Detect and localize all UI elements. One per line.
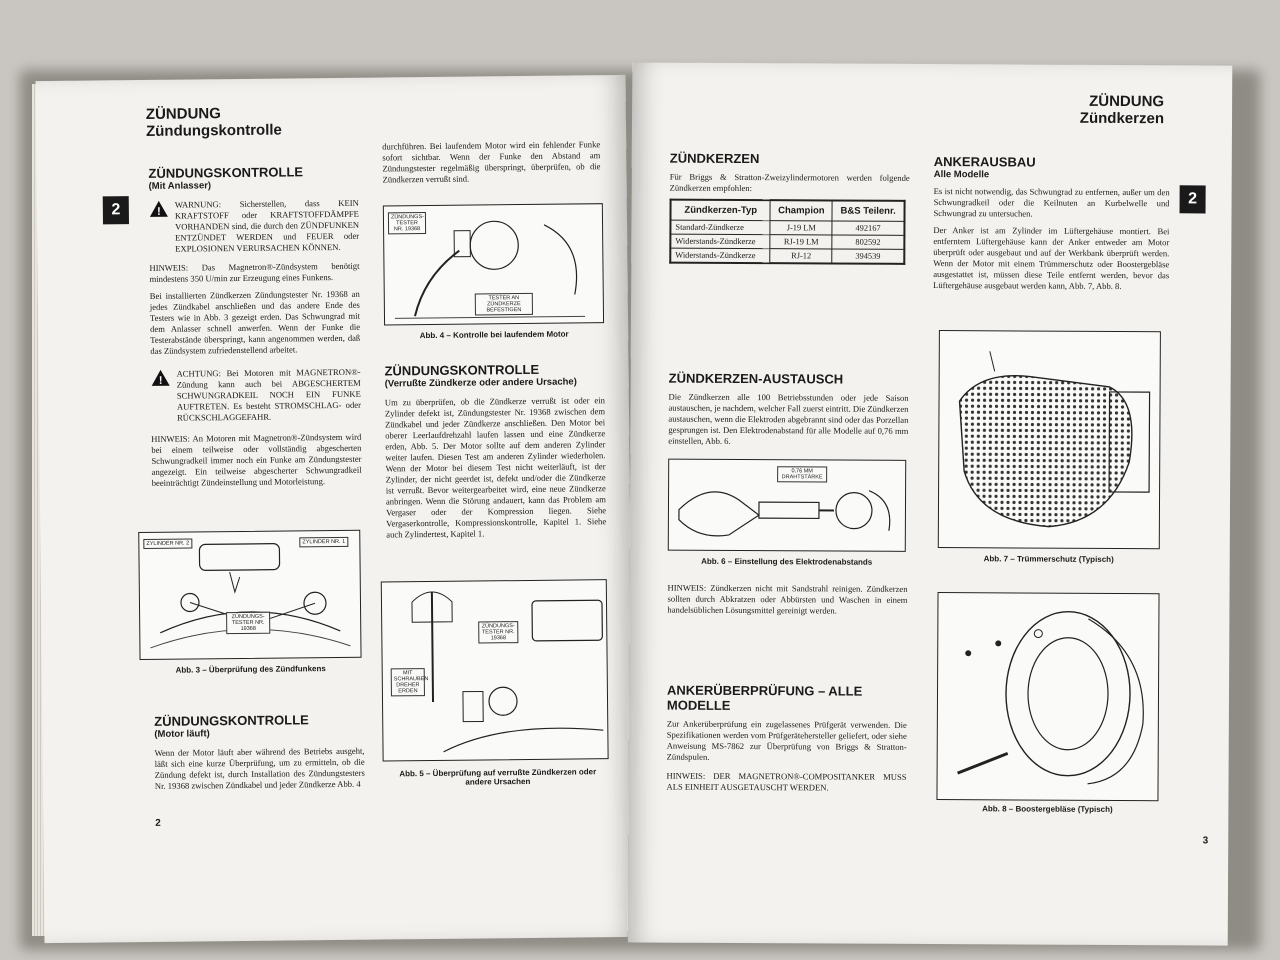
left-header-title: ZÜNDUNG — [145, 105, 221, 123]
sec2-block: ZÜNDUNGSKONTROLLE (Motor läuft) Wenn der… — [154, 712, 365, 792]
r-sec2-paragraph: Die Zündkerzen alle 100 Betriebsstunden … — [668, 391, 909, 446]
caution-triangle-icon: ! — [151, 369, 170, 387]
sec1-note2: HINWEIS: An Motoren mit Magnetron®-Zünds… — [151, 431, 362, 488]
figure-5-caption: Abb. 5 – Überprüfung auf verrußte Zündke… — [399, 767, 597, 787]
sec2-paragraph: Wenn der Motor läuft aber während des Be… — [154, 745, 365, 791]
figure-8-caption: Abb. 8 – Boostergebläse (Typisch) — [982, 804, 1113, 814]
figure-4-drawing — [395, 220, 586, 319]
r-sec4-subtitle: Alle Modelle — [933, 169, 990, 181]
figure-3: ZYLINDER NR. 2 ZYLINDER NR. 1 ZÜNDUNGS- … — [138, 529, 362, 661]
warning-block: ! WARNUNG: Sicherstellen, dass KEIN KRAF… — [149, 198, 360, 255]
figure-5: ZÜNDUNGS- TESTER NR. 19368 MIT SCHRAUBEN… — [380, 579, 609, 762]
r-sec2-block: ZÜNDKERZEN-AUSTAUSCH Die Zündkerzen alle… — [668, 371, 908, 448]
table-cell: 394539 — [832, 248, 905, 264]
table-header: Champion — [770, 200, 833, 221]
svg-text:!: ! — [157, 206, 161, 218]
table-header: Zündkerzen-Typ — [670, 199, 771, 221]
r-sec3-block: ANKERÜBERPRÜFUNG – ALLE MODELLE Zur Anke… — [666, 683, 907, 794]
r-sec3-paragraph: Zur Ankerüberprüfung ein zugelassenes Pr… — [666, 718, 907, 762]
warning-triangle-icon: ! — [149, 200, 168, 218]
right-page: ZÜNDUNG Zündkerzen 2 ZÜNDKERZEN Für Brig… — [627, 62, 1233, 946]
svg-text:!: ! — [159, 375, 163, 387]
figure-6-drawing — [678, 490, 891, 537]
sec1-paragraph: Bei installierten Zündkerzen Zündungstes… — [149, 288, 361, 356]
left-header: ZÜNDUNG Zündungskontrolle — [146, 105, 282, 140]
figure-6-caption: Abb. 6 – Einstellung des Elektrodenabsta… — [701, 556, 873, 567]
r-sec1-title: ZÜNDKERZEN — [669, 150, 760, 167]
figure-3-drawing — [150, 543, 351, 649]
right-column-2: ANKERAUSBAU Alle Modelle Es ist nicht no… — [933, 154, 1170, 292]
warning-text: WARNUNG: Sicherstellen, dass KEIN KRAFTS… — [174, 197, 360, 254]
figure-6: 0,76 MM DRAHTSTÄRKE — [667, 458, 907, 552]
table-cell: RJ-12 — [770, 248, 833, 264]
sec3-subtitle: (Verrußte Zündkerze oder andere Ursache) — [384, 376, 577, 390]
chapter-tab-right: 2 — [1179, 185, 1206, 214]
figure-3-caption: Abb. 3 – Überprüfung des Zündfunkens — [175, 664, 326, 675]
fig3-label-tester: ZÜNDUNGS- TESTER NR. 19368 — [226, 611, 271, 635]
right-header: ZÜNDUNG Zündkerzen — [1080, 93, 1164, 127]
left-header-subtitle: Zündungskontrolle — [145, 121, 282, 140]
fig3-label-cyl2: ZYLINDER NR. 2 — [143, 538, 193, 550]
table-row: Widerstands-Zündkerze RJ-19 LM 802592 — [670, 234, 905, 250]
figure-7-drawing — [958, 351, 1151, 528]
figure-7-caption: Abb. 7 – Trümmerschutz (Typisch) — [983, 554, 1114, 564]
left-column-1: ZÜNDUNGSKONTROLLE (Mit Anlasser) ! WARNU… — [148, 164, 361, 489]
caution-text: ACHTUNG: Bei Motoren mit MAGNETRON®-Zünd… — [176, 366, 361, 423]
r-sec4-paragraph2: Der Anker ist am Zylinder im Lüftergehäu… — [933, 225, 1170, 291]
right-page-number: 3 — [1202, 835, 1209, 847]
fig4-label-tester: ZÜNDUNGS- TESTER NR. 19368 — [387, 212, 427, 235]
table-header-row: Zündkerzen-Typ Champion B&S Teilenr. — [670, 199, 905, 222]
r-sec2-note: HINWEIS: Zündkerzen nicht mit Sandstrahl… — [667, 582, 908, 616]
table-cell: Widerstands-Zündkerze — [670, 248, 771, 264]
sec1-note: HINWEIS: Das Magnetron®-Zündsystem benöt… — [149, 260, 360, 284]
sec2-subtitle: (Motor läuft) — [154, 728, 210, 740]
r-sec4-paragraph1: Es ist nicht notwendig, das Schwungrad z… — [933, 186, 1170, 219]
col2-paragraph: durchführen. Bei laufendem Motor wird ei… — [382, 139, 601, 185]
fig3-label-cyl1: ZYLINDER NR. 1 — [299, 536, 349, 548]
r-sec2-title: ZÜNDKERZEN-AUSTAUSCH — [668, 370, 844, 387]
caution-block: ! ACHTUNG: Bei Motoren mit MAGNETRON®-Zü… — [151, 367, 362, 424]
figure-4: ZÜNDUNGS- TESTER NR. 19368 TESTER AN ZÜN… — [382, 203, 605, 326]
fig6-label-gap: 0,76 MM DRAHTSTÄRKE — [777, 466, 828, 483]
r-sec3-title: ANKERÜBERPRÜFUNG – ALLE MODELLE — [666, 682, 863, 713]
figure-8 — [936, 592, 1160, 802]
r-sec4-title: ANKERAUSBAU — [933, 154, 1036, 170]
table-header: B&S Teilenr. — [832, 200, 905, 222]
table-row: Standard-Zündkerze J-19 LM 492167 — [670, 220, 905, 236]
table-cell: RJ-19 LM — [770, 234, 833, 249]
fig5-label-tester: ZÜNDUNGS- TESTER NR. 19368 — [478, 621, 519, 644]
table-row: Widerstands-Zündkerze RJ-12 394539 — [670, 248, 905, 264]
table-cell: J-19 LM — [770, 220, 833, 235]
table-cell: 492167 — [832, 220, 905, 236]
sec3-block: ZÜNDUNGSKONTROLLE (Verrußte Zündkerze od… — [384, 361, 606, 540]
right-column-1: ZÜNDKERZEN Für Briggs & Stratton-Zweizyl… — [670, 151, 910, 195]
table-cell: Widerstands-Zündkerze — [670, 234, 771, 249]
table-cell: Standard-Zündkerze — [670, 220, 771, 235]
left-page-number: 2 — [155, 817, 161, 829]
r-sec3-note: HINWEIS: DER MAGNETRON®-COMPOSITANKER MU… — [666, 770, 907, 793]
spark-plug-table: Zündkerzen-Typ Champion B&S Teilenr. Sta… — [669, 198, 906, 265]
figure-4-caption: Abb. 4 – Kontrolle bei laufendem Motor — [419, 329, 569, 341]
sec3-paragraph: Um zu überprüfen, ob die Zündkerze verru… — [384, 395, 607, 540]
fig5-label-screwdriver: MIT SCHRAUBEN DREHER ERDEN — [390, 668, 428, 697]
table-cell: 802592 — [832, 234, 905, 250]
right-header-subtitle: Zündkerzen — [1079, 109, 1165, 128]
sec1-subtitle: (Mit Anlasser) — [148, 180, 212, 192]
r-sec1-paragraph: Für Briggs & Stratton-Zweizylindermotore… — [669, 171, 910, 194]
fig4-label-ground: TESTER AN ZÜNDKERZE BEFESTIGEN — [474, 292, 533, 316]
figure-7 — [937, 330, 1161, 550]
figure-8-drawing — [957, 611, 1144, 785]
chapter-tab-left: 2 — [102, 196, 130, 225]
right-header-title: ZÜNDUNG — [1089, 92, 1165, 111]
left-page: ZÜNDUNG Zündungskontrolle 2 ZÜNDUNGSKONT… — [35, 74, 635, 944]
figure-5-drawing — [411, 591, 604, 753]
